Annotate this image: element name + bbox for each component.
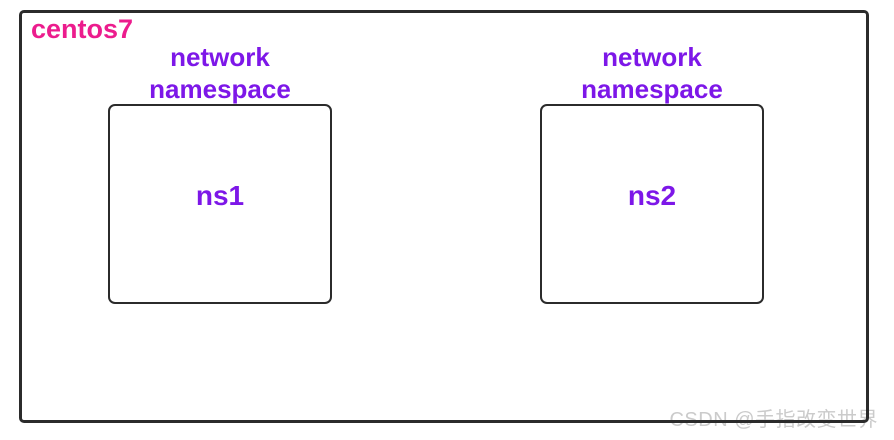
ns1-box: ns1: [108, 104, 332, 304]
ns2-box: ns2: [540, 104, 764, 304]
ns2-label: ns2: [627, 180, 677, 211]
namespace-title-right-line2: namespace: [581, 74, 723, 104]
namespace-title-left-line1: network: [170, 42, 270, 72]
centos7-host-box: [19, 10, 869, 423]
namespace-title-left: network namespace: [108, 41, 332, 105]
namespace-title-right: network namespace: [540, 41, 764, 105]
namespace-title-left-line2: namespace: [149, 74, 291, 104]
namespace-title-right-line1: network: [602, 42, 702, 72]
host-label: centos7: [31, 14, 134, 44]
ns1-label: ns1: [195, 180, 245, 211]
